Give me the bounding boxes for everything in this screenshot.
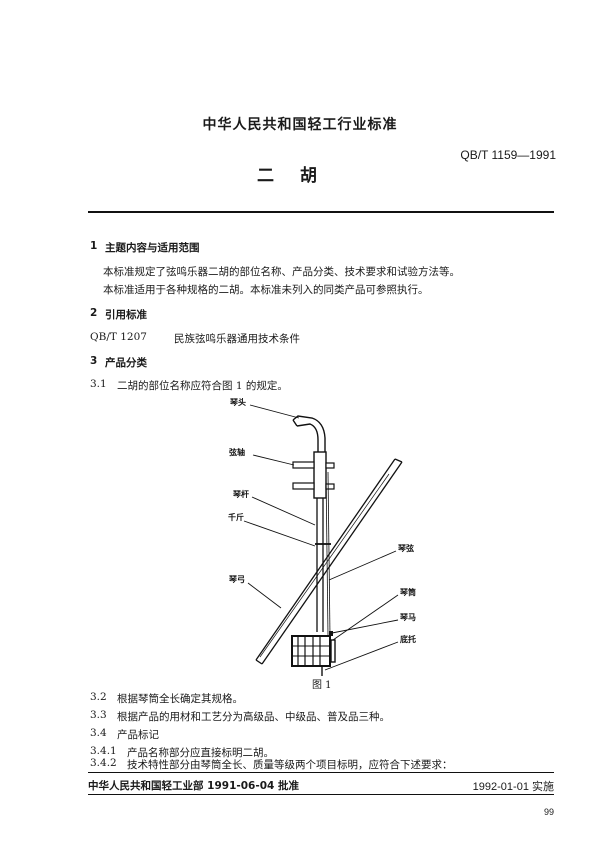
header-rule [88, 211, 554, 213]
sound-box-drawing [291, 635, 336, 667]
reference-standard-title: 民族弦鸣乐器通用技术条件 [174, 333, 300, 345]
section-2-heading: 引用标准 [105, 309, 147, 321]
page-number: 99 [543, 807, 554, 817]
label-qingong: 琴弓 [228, 575, 245, 584]
label-dituo: 底托 [399, 634, 416, 644]
clause-3-4-1-number: 3.4.1 [90, 745, 117, 757]
label-qintou: 琴头 [229, 397, 246, 407]
clause-3-1-text: 二胡的部位名称应符合图 1 的规定。 [117, 380, 288, 392]
label-qinxian: 琴弦 [397, 543, 414, 553]
clause-3-4-2-number: 3.4.2 [90, 757, 117, 769]
section-3-number: 3 [90, 355, 98, 367]
section-1-heading: 主题内容与适用范围 [105, 242, 200, 254]
clause-3-4-text: 产品标记 [117, 729, 159, 741]
clause-3-4-number: 3.4 [90, 727, 107, 739]
clause-3-3-number: 3.3 [90, 709, 107, 721]
footer-rule-bottom [88, 794, 554, 795]
clause-3-4-1-text: 产品名称部分应直接标明二胡。 [127, 747, 274, 759]
bow-drawing [255, 458, 403, 665]
clause-3-2-number: 3.2 [90, 691, 107, 703]
clause-3-2-text: 根据琴筒全长确定其规格。 [117, 693, 243, 705]
implementation-date: 1992-01-01 实施 [472, 781, 554, 793]
issuing-organization: 中华人民共和国轻工行业标准 [202, 117, 398, 133]
standard-code: QB/T 1159—1991 [460, 148, 556, 162]
label-xianzhou: 弦轴 [229, 447, 245, 457]
label-qianjin: 千斤 [228, 512, 244, 522]
label-qingan: 琴杆 [232, 489, 249, 499]
label-qintong: 琴筒 [399, 587, 416, 597]
clause-3-1-number: 3.1 [90, 378, 107, 390]
section-2-number: 2 [90, 307, 98, 319]
reference-standard-code: QB/T 1207 [90, 331, 147, 343]
footer-rule-top [88, 772, 554, 773]
section-1-paragraph-1: 本标准规定了弦鸣乐器二胡的部位名称、产品分类、技术要求和试验方法等。 [103, 266, 460, 278]
document-title: 二胡 [257, 166, 343, 186]
section-3-heading: 产品分类 [105, 357, 147, 369]
figure-caption: 图 1 [312, 680, 332, 691]
label-qinma: 琴马 [399, 613, 416, 622]
clause-3-3-text: 根据产品的用材和工艺分为高级品、中级品、普及品三种。 [117, 711, 390, 723]
clause-3-4-2-text: 技术特性部分由琴筒全长、质量等级两个项目标明，应符合下述要求： [127, 759, 453, 771]
neck-drawing [313, 451, 327, 632]
approval-date: 中华人民共和国轻工业部 1991-06-04 批准 [88, 780, 299, 792]
section-1-number: 1 [90, 240, 98, 252]
scroll-head-drawing [292, 415, 326, 452]
section-1-paragraph-2: 本标准适用于各种规格的二胡。本标准未列入的同类产品可参照执行。 [103, 284, 429, 296]
